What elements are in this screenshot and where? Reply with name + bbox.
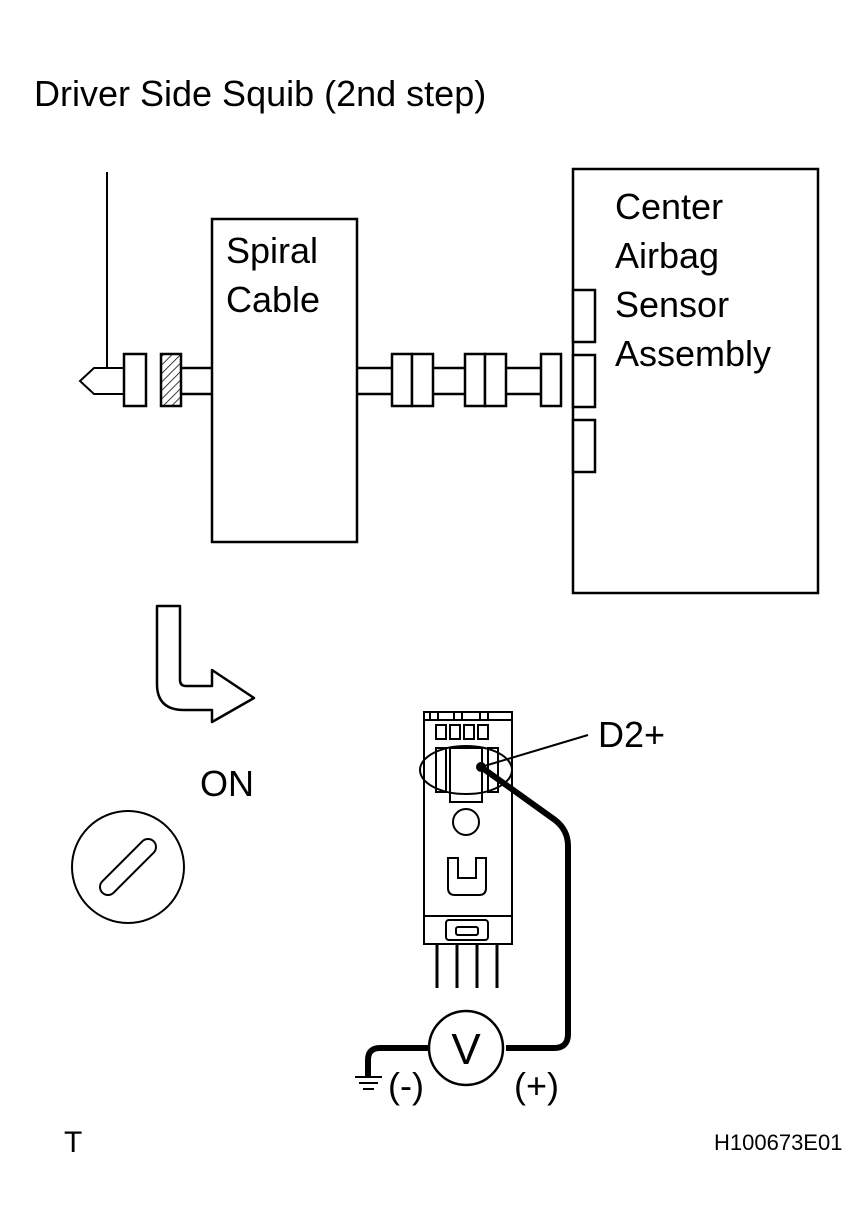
spiral-cable-block — [210, 217, 359, 544]
spiral-input-wire — [181, 366, 212, 396]
ignition-on-label: ON — [200, 763, 254, 804]
page-title: Driver Side Squib (2nd step) — [34, 73, 487, 114]
negative-label: (-) — [388, 1065, 424, 1106]
connector-icon — [419, 711, 513, 988]
spiral-cable-label: Spiral Cable — [226, 226, 320, 324]
sensor-label-line: Center — [615, 186, 724, 227]
harness-connector-3 — [539, 352, 563, 408]
squib-connector — [122, 352, 148, 408]
squib-connector-hatched — [159, 352, 183, 408]
terminal-d2-label: D2+ — [598, 714, 666, 755]
d2-leader-line — [480, 734, 589, 768]
figure-code: H100673E01 — [714, 1130, 843, 1155]
spiral-cable-label-line: Spiral — [226, 230, 319, 271]
squib-lead — [78, 172, 124, 395]
voltmeter-symbol: V — [451, 1025, 481, 1074]
sensor-port-3 — [571, 418, 597, 474]
center-airbag-sensor-block — [571, 167, 820, 595]
center-airbag-sensor-label: Center Airbag Sensor Assembly — [615, 182, 771, 378]
harness-connector-1 — [390, 352, 435, 408]
sensor-port-2 — [571, 353, 597, 409]
harness-wire — [357, 366, 541, 396]
harness-connector-2 — [463, 352, 508, 408]
footer-mark: T — [64, 1126, 83, 1159]
positive-probe-lead — [479, 764, 571, 1051]
sensor-label-line: Sensor — [615, 284, 730, 325]
negative-ground-lead — [365, 1045, 429, 1077]
ignition-key-icon — [71, 810, 185, 924]
sensor-port-1 — [571, 288, 597, 344]
ground-icon — [355, 1076, 382, 1090]
positive-label: (+) — [514, 1065, 559, 1106]
spiral-cable-label-line: Cable — [226, 279, 321, 320]
sensor-label-line: Airbag — [615, 235, 720, 276]
sensor-label-line: Assembly — [615, 333, 772, 374]
step-arrow-icon — [155, 604, 256, 724]
